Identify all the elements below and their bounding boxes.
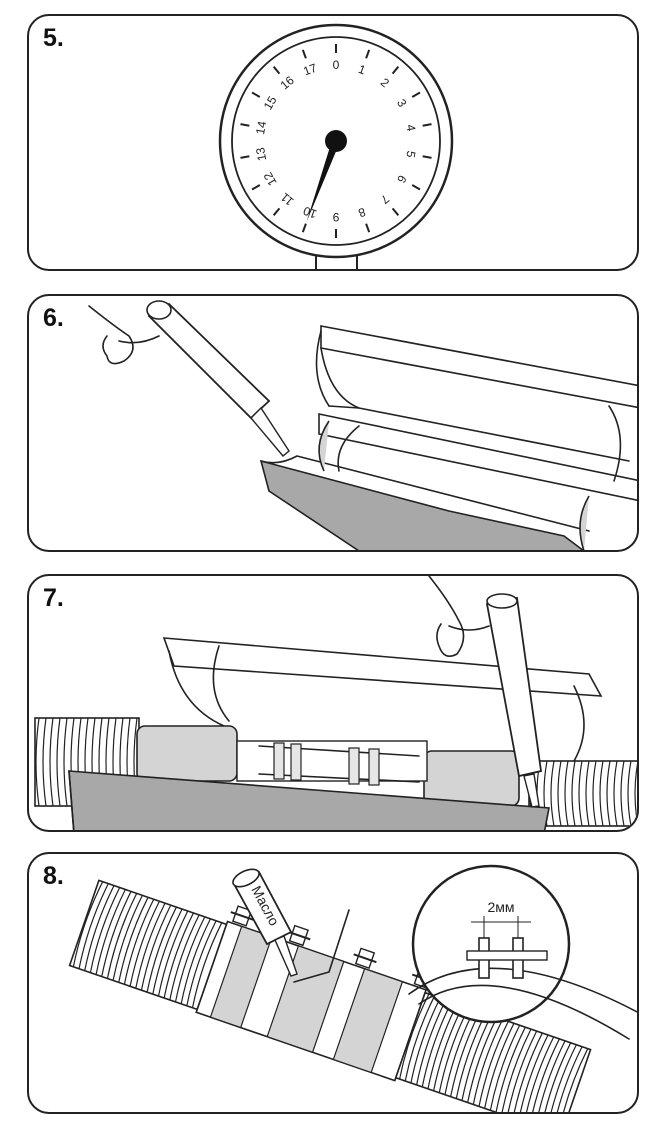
step-5-panel: 5. 01234567891011121314151617 — [27, 14, 639, 271]
gauge-tick — [251, 184, 261, 191]
pressure-gauge-illustration: 01234567891011121314151617 — [218, 23, 454, 269]
oil-can: Масло — [232, 868, 298, 977]
step-8-label: 8. — [43, 862, 64, 890]
step-6-label: 6. — [43, 304, 64, 332]
gauge-tick — [301, 223, 307, 233]
clamp-tightening-illustration: Масло 2мм — [68, 864, 637, 1112]
gauge-needle — [306, 130, 347, 222]
gauge-scale-label: 17 — [301, 61, 319, 79]
gauge-needle-hub — [325, 130, 347, 152]
gauge-tick — [301, 49, 307, 59]
step-7-panel: 7. — [27, 574, 639, 832]
gauge-scale-label: 13 — [253, 146, 269, 162]
gauge-tick — [391, 207, 400, 216]
gauge-tick — [272, 207, 281, 216]
gauge-scale-label: 0 — [333, 58, 340, 72]
gauge-scale-label: 9 — [332, 210, 339, 224]
gauge-tick — [422, 155, 432, 159]
gauge-tick — [251, 91, 261, 98]
step-8-panel: 8. Масло 2мм — [27, 852, 639, 1114]
gauge-scale-label: 8 — [356, 205, 367, 221]
gauge-scale-label: 4 — [403, 123, 418, 132]
joint-sealing-illustration — [34, 576, 637, 830]
gauge-tick — [365, 223, 371, 233]
gauge-tick — [240, 155, 250, 159]
step-7-label: 7. — [43, 584, 64, 612]
gauge-tick — [411, 91, 421, 98]
sealant-application-illustration — [88, 300, 637, 550]
gauge-ticks — [240, 44, 432, 238]
gauge-scale-label: 1 — [356, 62, 367, 78]
gauge-needle-shaft — [306, 139, 340, 222]
gauge-scale-label: 12 — [261, 169, 280, 188]
gauge-tick — [391, 66, 400, 75]
gauge-tick — [422, 123, 432, 127]
gauge-tick — [272, 66, 281, 75]
gauge-scale-label: 5 — [403, 150, 418, 159]
step-5-label: 5. — [43, 24, 64, 52]
gauge-scale-label: 14 — [253, 120, 269, 136]
gauge-tick — [411, 184, 421, 191]
gauge-tick — [240, 123, 250, 127]
gauge-scale-label: 15 — [261, 93, 280, 112]
gap-callout-label: 2мм — [487, 899, 514, 915]
step-6-panel: 6. — [27, 294, 639, 552]
gauge-tick — [365, 49, 371, 59]
